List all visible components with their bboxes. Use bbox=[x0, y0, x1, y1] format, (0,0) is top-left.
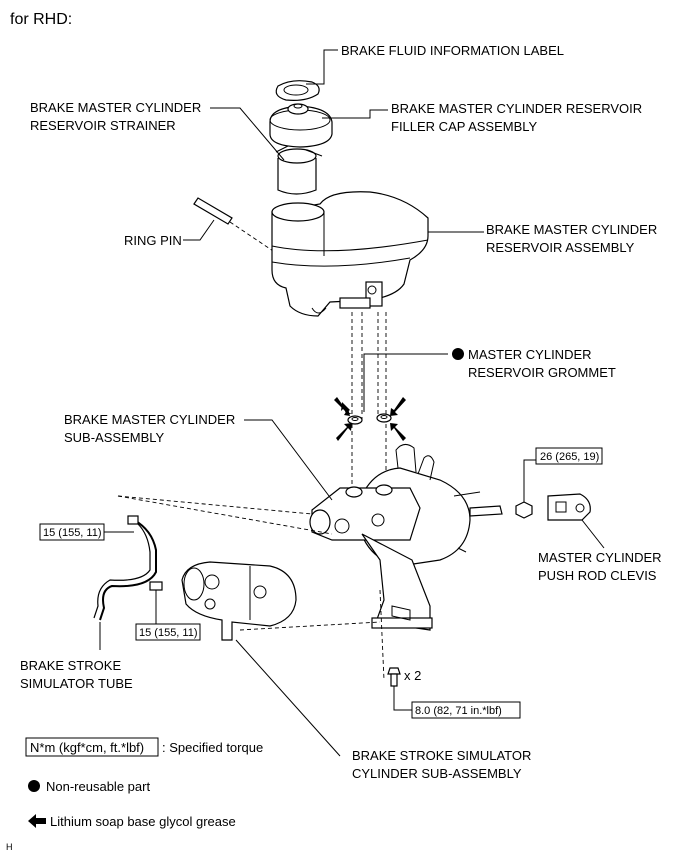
page-title: for RHD: bbox=[10, 11, 72, 28]
label-filler-cap-1: BRAKE MASTER CYLINDER RESERVOIR bbox=[391, 101, 642, 116]
grease-arrow-icon bbox=[390, 397, 406, 416]
legend-torque-box bbox=[25, 737, 159, 757]
label-strainer-1: BRAKE MASTER CYLINDER bbox=[30, 100, 201, 115]
label-simulator-tube-1: BRAKE STROKE bbox=[20, 658, 121, 673]
torque-box-tube-bottom bbox=[135, 623, 201, 641]
legend: N*m (kgf*cm, ft.*lbf) : Specified torque… bbox=[25, 737, 263, 829]
bolt-part bbox=[387, 667, 401, 687]
torque-box-tube-top bbox=[39, 523, 105, 541]
non-reusable-part-icon bbox=[452, 348, 464, 360]
torque-tube-bottom: 15 (155, 11) bbox=[139, 627, 198, 639]
reservoir-assembly-part bbox=[271, 191, 429, 317]
legend-nonreusable: Non-reusable part bbox=[46, 779, 150, 794]
torque-box-clevis-nut bbox=[535, 447, 603, 465]
grease-arrow-icon bbox=[390, 423, 406, 441]
reservoir-grommet-part-right bbox=[376, 413, 392, 423]
bolt-quantity: x 2 bbox=[404, 668, 421, 683]
label-reservoir-1: BRAKE MASTER CYLINDER bbox=[486, 222, 657, 237]
brake-stroke-simulator-tube-part bbox=[93, 515, 163, 621]
clevis-nut-part bbox=[515, 501, 533, 519]
label-clevis-1: MASTER CYLINDER bbox=[538, 550, 662, 565]
label-simulator-cylinder-1: BRAKE STROKE SIMULATOR bbox=[352, 748, 531, 763]
label-grommet-2: RESERVOIR GROMMET bbox=[468, 365, 616, 380]
legend-torque-unit: N*m (kgf*cm, ft.*lbf) bbox=[30, 740, 144, 755]
ring-pin-part bbox=[193, 197, 233, 225]
label-master-cylinder-2: SUB-ASSEMBLY bbox=[64, 430, 165, 445]
reservoir-strainer-part bbox=[275, 145, 323, 195]
push-rod-clevis-part bbox=[547, 493, 591, 521]
torque-clevis-nut: 26 (265, 19) bbox=[540, 451, 599, 463]
footer-code: H bbox=[6, 842, 13, 852]
brake-stroke-simulator-cylinder-part bbox=[181, 561, 297, 641]
label-grommet-1: MASTER CYLINDER bbox=[468, 347, 592, 362]
label-brake-fluid-information: BRAKE FLUID INFORMATION LABEL bbox=[341, 43, 564, 58]
torque-bolt: 8.0 (82, 71 in.*lbf) bbox=[415, 705, 502, 717]
grease-arrow-icon bbox=[28, 814, 46, 828]
reservoir-grommet-part-left bbox=[347, 415, 363, 425]
label-filler-cap-2: FILLER CAP ASSEMBLY bbox=[391, 119, 538, 134]
torque-tube-top: 15 (155, 11) bbox=[43, 527, 102, 539]
brake-master-cylinder-part bbox=[309, 444, 503, 631]
grease-arrow-icon bbox=[334, 397, 352, 416]
label-simulator-cylinder-2: CYLINDER SUB-ASSEMBLY bbox=[352, 766, 522, 781]
label-strainer-2: RESERVOIR STRAINER bbox=[30, 118, 176, 133]
brake-fluid-information-label-part bbox=[275, 80, 320, 101]
legend-grease: Lithium soap base glycol grease bbox=[50, 814, 236, 829]
legend-torque-text: : Specified torque bbox=[162, 740, 263, 755]
label-reservoir-2: RESERVOIR ASSEMBLY bbox=[486, 240, 635, 255]
label-master-cylinder-1: BRAKE MASTER CYLINDER bbox=[64, 412, 235, 427]
torque-box-bolt bbox=[411, 701, 521, 719]
grease-arrow-icon bbox=[336, 423, 352, 441]
non-reusable-part-icon bbox=[28, 780, 40, 792]
label-ring-pin: RING PIN bbox=[124, 233, 182, 248]
reservoir-filler-cap-part bbox=[269, 103, 333, 148]
label-clevis-2: PUSH ROD CLEVIS bbox=[538, 568, 657, 583]
label-simulator-tube-2: SIMULATOR TUBE bbox=[20, 676, 133, 691]
